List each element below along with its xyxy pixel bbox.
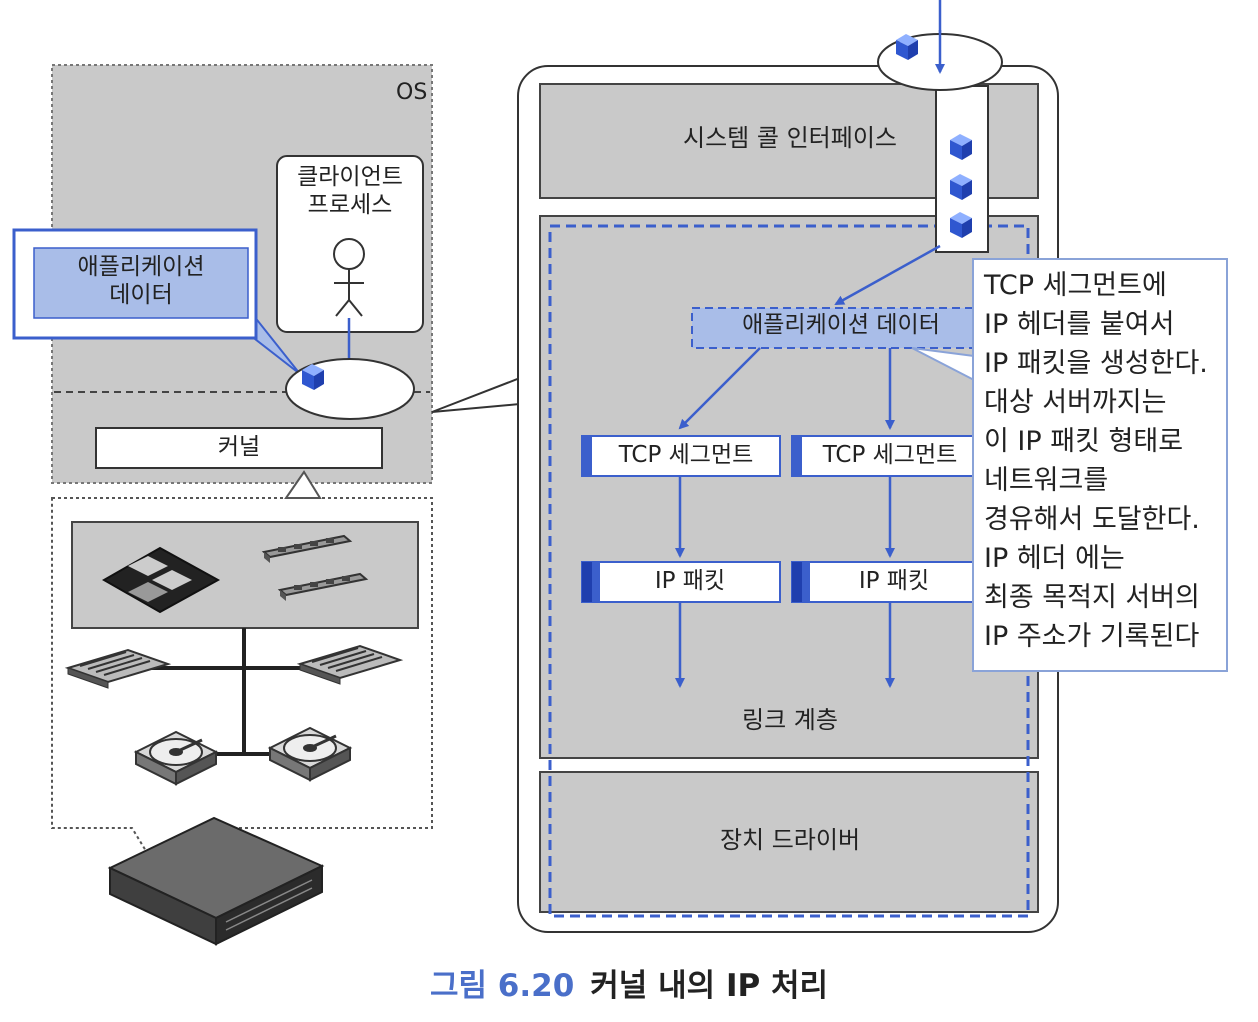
note-line: IP 주소가 기록된다	[984, 621, 1200, 652]
explanation-note: TCP 세그먼트에 IP 헤더를 붙여서 IP 패킷을 생성한다. 대상 서버까…	[972, 258, 1228, 672]
os-label: OS	[396, 80, 428, 105]
tcp-header-1	[582, 436, 592, 476]
app-data-label: 애플리케이션 데이터	[77, 254, 205, 308]
person-icon	[333, 238, 365, 317]
syscall-interface-label: 시스템 콜 인터페이스	[683, 124, 897, 152]
ip-tcp-header-1	[592, 562, 600, 602]
ip-tcp-header-2	[802, 562, 810, 602]
hardware-pointer	[284, 470, 322, 499]
boundary-ellipse	[285, 358, 415, 420]
link-layer-label: 링크 계층	[742, 706, 838, 734]
ip-header-1	[582, 562, 592, 602]
server-icon	[107, 816, 325, 946]
right-app-data-label: 애플리케이션 데이터	[742, 312, 940, 338]
figure-caption: 그림 6.20 커널 내의 IP 처리	[0, 960, 1258, 1005]
note-line: 네트워크를	[984, 465, 1109, 496]
kernel-label: 커널	[217, 434, 261, 460]
zoom-pointer	[431, 376, 521, 413]
note-line: IP 패킷을 생성한다.	[984, 348, 1208, 379]
note-line: 이 IP 패킷 형태로	[984, 426, 1184, 457]
ip-packet-label-1: IP 패킷	[654, 568, 726, 594]
note-line: 대상 서버까지는	[984, 387, 1167, 418]
tcp-segment-label-2: TCP 세그먼트	[822, 442, 958, 468]
device-driver-label: 장치 드라이버	[719, 826, 861, 854]
ip-packet-label-2: IP 패킷	[858, 568, 930, 594]
app-data-box	[33, 247, 249, 319]
device-driver-box	[539, 771, 1039, 913]
queue-to-appdata-arrow	[834, 244, 941, 306]
note-line: IP 헤더를 붙여서	[984, 309, 1175, 340]
tcp-header-2	[792, 436, 802, 476]
client-process-label: 클라이언트 프로세스	[297, 164, 403, 218]
ip-header-2	[792, 562, 802, 602]
note-line: IP 헤더 에는	[984, 543, 1125, 574]
note-line: 최종 목적지 서버의	[984, 582, 1200, 613]
cpu-icon	[101, 546, 221, 614]
figure-title: 커널 내의 IP 처리	[590, 968, 829, 1004]
note-line: 경유해서 도달한다.	[984, 504, 1200, 535]
tcp-segment-label-1: TCP 세그먼트	[618, 442, 754, 468]
protocol-stack-box	[539, 215, 1039, 759]
kernel-box	[95, 427, 383, 469]
appdata-to-tcp1-arrow	[678, 347, 761, 430]
note-line: TCP 세그먼트에	[984, 270, 1167, 301]
figure-number: 그림 6.20	[429, 968, 575, 1004]
